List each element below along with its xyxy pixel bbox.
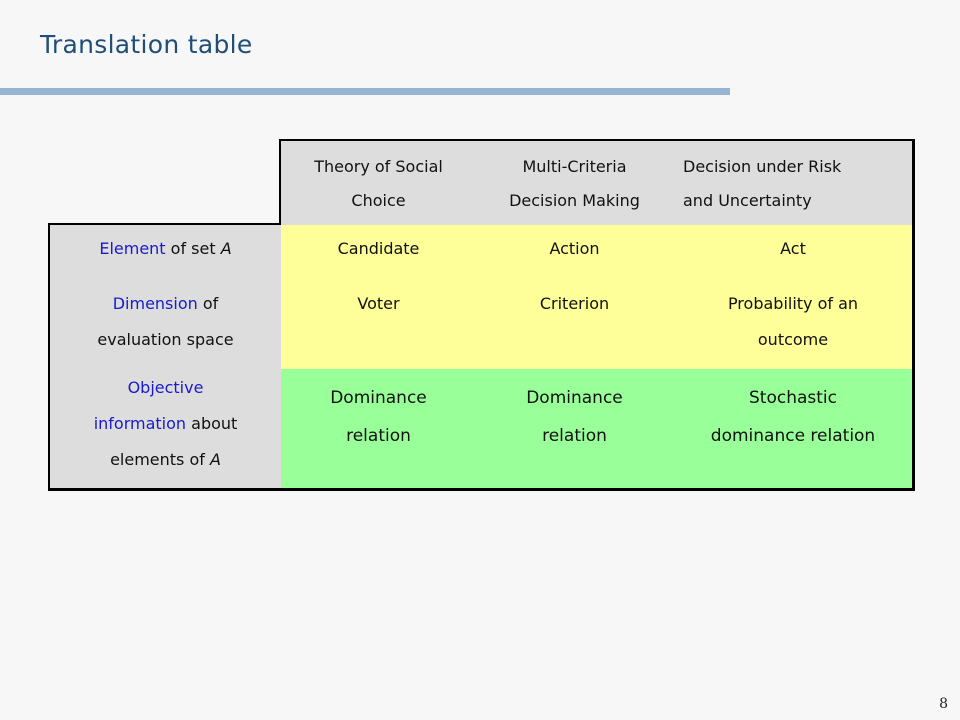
cell-candidate-text: Candidate bbox=[337, 239, 420, 258]
cell-act-text: Act bbox=[780, 239, 806, 258]
row-label-dimension-term: Dimension bbox=[112, 294, 198, 313]
border-bottom bbox=[48, 488, 915, 491]
border-header-left bbox=[279, 139, 281, 225]
cell-dominance-mcdm-line1: Dominance bbox=[526, 388, 623, 408]
title-underline bbox=[0, 88, 730, 95]
row-label-dimension-of: of bbox=[197, 294, 219, 313]
cell-candidate: Candidate bbox=[281, 225, 476, 284]
cell-criterion-text: Criterion bbox=[539, 294, 610, 313]
cell-stochastic-line1: Stochastic bbox=[749, 388, 837, 408]
border-header-top bbox=[281, 139, 914, 141]
row-label-objective-line2: information about bbox=[94, 406, 238, 442]
cell-probability-line1: Probability of an bbox=[727, 294, 859, 313]
cell-dominance-social: Dominance relation bbox=[281, 369, 476, 489]
header-mcdm-line2: Decision Making bbox=[509, 191, 640, 210]
cell-dominance-mcdm-line2: relation bbox=[542, 426, 607, 446]
row-label-objective: Objective information about elements of … bbox=[50, 369, 281, 489]
cell-criterion: Criterion bbox=[476, 284, 673, 369]
cell-dominance-social-line1: Dominance bbox=[330, 388, 427, 408]
cell-probability: Probability of an outcome bbox=[673, 284, 913, 369]
row-label-objective-about: about bbox=[186, 414, 238, 433]
header-social-choice: Theory of Social Choice bbox=[281, 141, 476, 225]
page-number: 8 bbox=[939, 696, 948, 712]
row-label-objective-set: A bbox=[209, 450, 221, 469]
row-label-element-text: Element of set A bbox=[99, 231, 231, 267]
cell-dominance-mcdm: Dominance relation bbox=[476, 369, 673, 489]
cell-dominance-social-line2: relation bbox=[346, 426, 411, 446]
cell-act: Act bbox=[673, 225, 913, 284]
header-risk-line1: Decision under Risk bbox=[683, 157, 842, 176]
header-risk-line2: and Uncertainty bbox=[683, 191, 812, 210]
row-label-dimension-line1: Dimension of bbox=[113, 286, 219, 322]
cell-voter-text: Voter bbox=[357, 294, 400, 313]
row-label-element-term: Element bbox=[99, 239, 166, 258]
row-label-element-mid: of set bbox=[165, 239, 221, 258]
slide-title: Translation table bbox=[40, 30, 253, 59]
header-risk-uncertainty: Decision under Risk and Uncertainty bbox=[673, 141, 913, 225]
row-label-element-set: A bbox=[220, 239, 232, 258]
border-right bbox=[912, 139, 915, 491]
row-label-objective-elements: elements of bbox=[110, 450, 210, 469]
cell-voter: Voter bbox=[281, 284, 476, 369]
cell-action-text: Action bbox=[549, 239, 600, 258]
row-label-dimension: Dimension of evaluation space bbox=[50, 284, 281, 369]
cell-stochastic-line2: dominance relation bbox=[710, 426, 876, 446]
row-label-dimension-line2: evaluation space bbox=[97, 330, 234, 349]
row-label-objective-line1: Objective bbox=[127, 378, 204, 397]
header-social-choice-line1: Theory of Social bbox=[314, 157, 443, 176]
header-mcdm: Multi-Criteria Decision Making bbox=[476, 141, 673, 225]
row-label-objective-term: information bbox=[93, 414, 187, 433]
cell-stochastic-dominance: Stochastic dominance relation bbox=[673, 369, 913, 489]
row-label-objective-line3: elements of A bbox=[110, 442, 221, 478]
header-social-choice-line2: Choice bbox=[351, 191, 406, 210]
cell-probability-line2: outcome bbox=[757, 330, 829, 349]
row-label-element: Element of set A bbox=[50, 225, 281, 284]
cell-action: Action bbox=[476, 225, 673, 284]
border-body-top bbox=[48, 223, 281, 225]
border-body-left bbox=[48, 223, 50, 491]
header-mcdm-line1: Multi-Criteria bbox=[522, 157, 627, 176]
